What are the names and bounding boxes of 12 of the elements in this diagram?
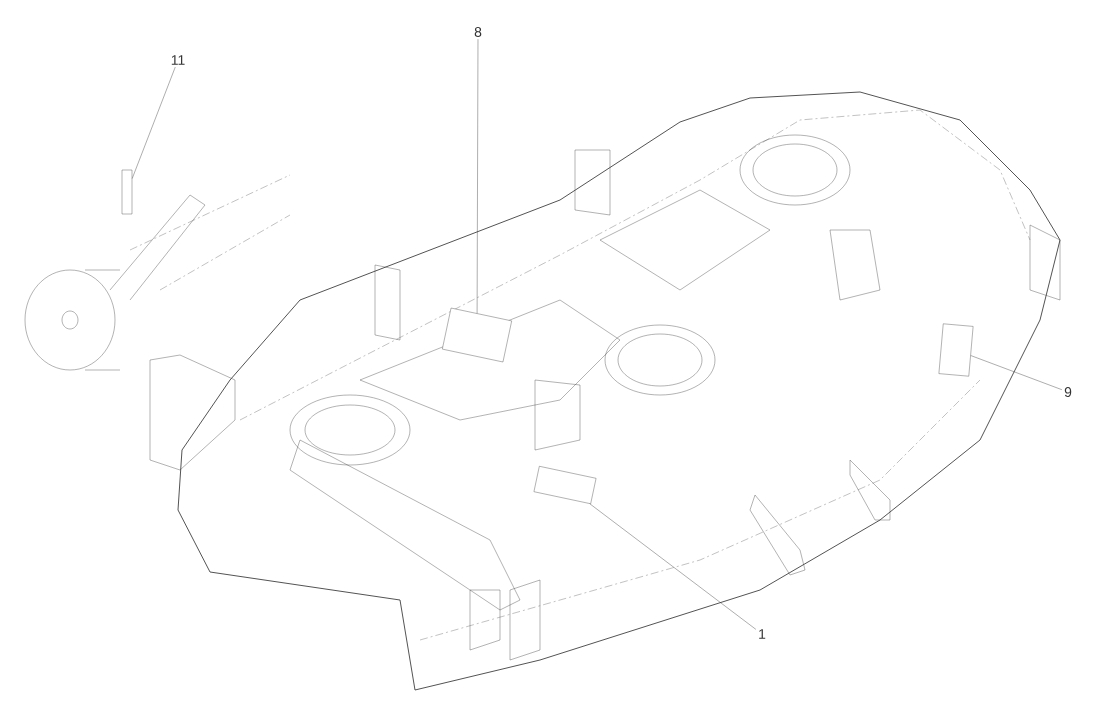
leader-line — [132, 66, 176, 179]
leader-line — [476, 38, 479, 314]
leader-line — [970, 355, 1063, 390]
callout-number: 8 — [474, 27, 482, 37]
callout-number: 9 — [1064, 387, 1072, 397]
leader-line — [589, 503, 757, 630]
decal — [442, 307, 512, 363]
decal — [121, 169, 133, 215]
decal — [938, 323, 974, 377]
callout-number: 11 — [171, 55, 185, 65]
decal — [533, 466, 597, 504]
callout-number: 1 — [759, 629, 766, 639]
